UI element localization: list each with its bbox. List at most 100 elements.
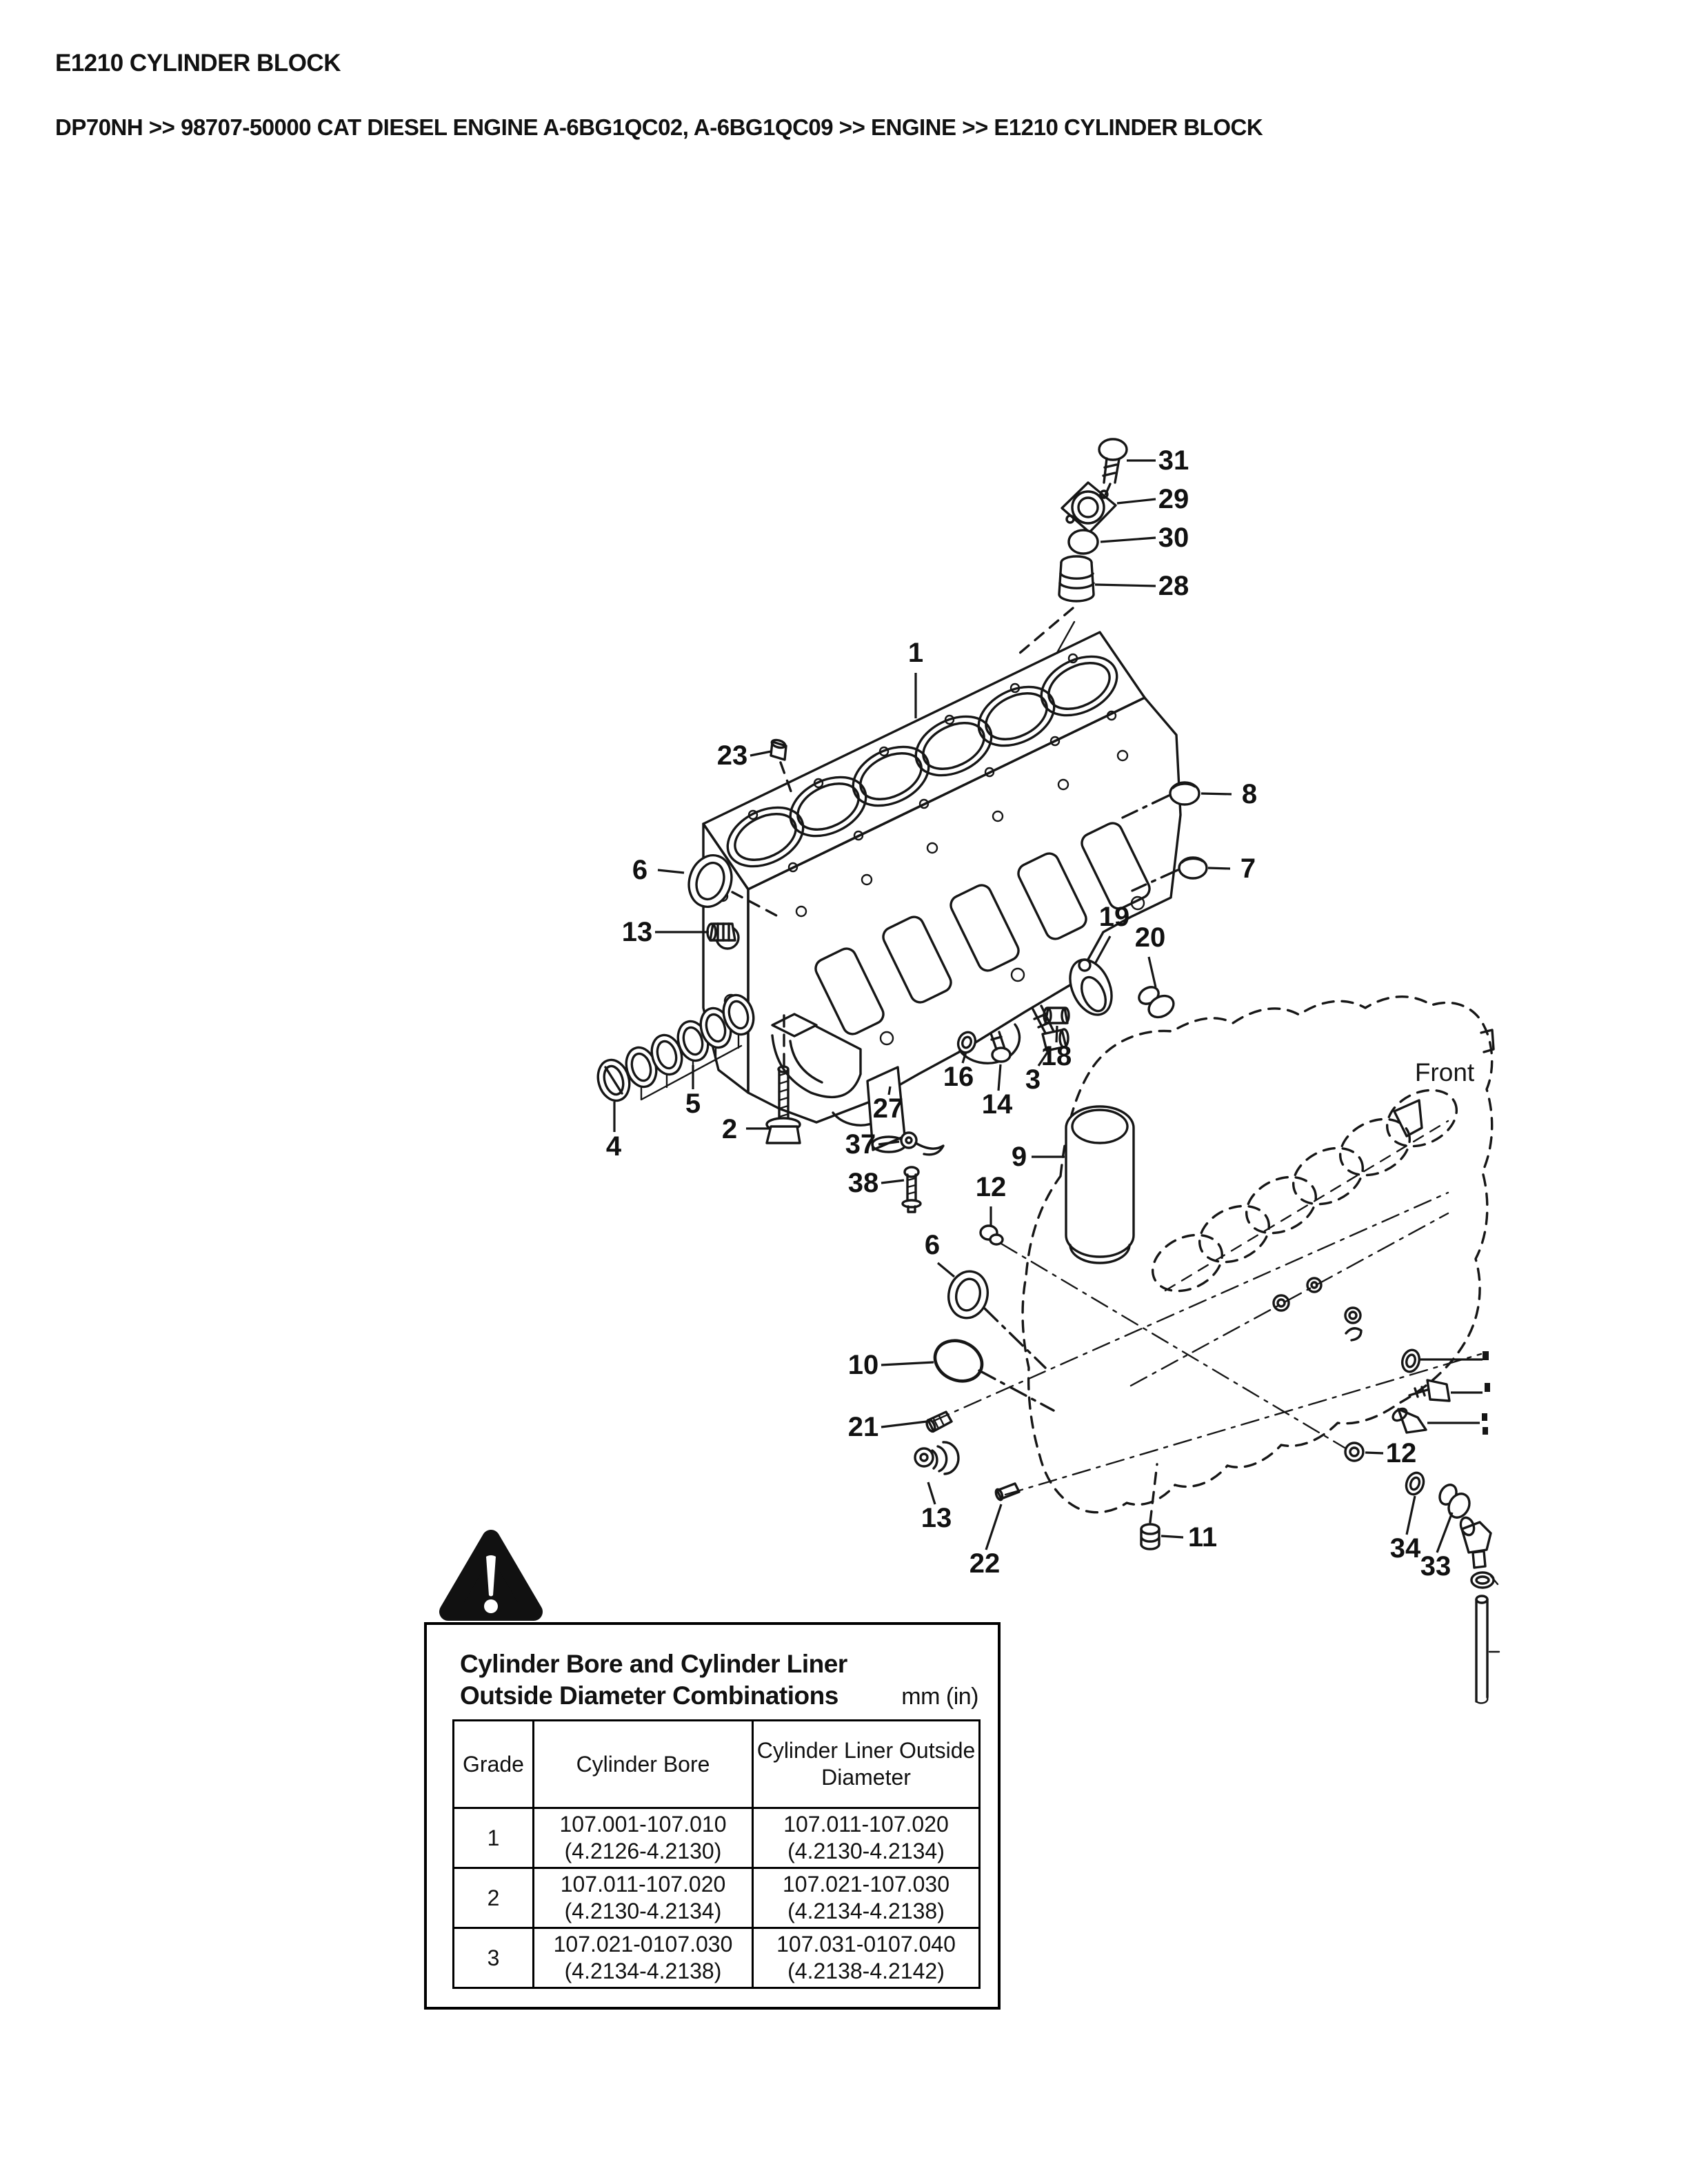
- water-jacket-openings: [814, 822, 1151, 1035]
- callout-leader-33: [1436, 1512, 1454, 1553]
- callout-leader-8: [1200, 792, 1232, 796]
- callout-11: 11: [1188, 1522, 1217, 1553]
- callout-leader-13: [927, 1482, 936, 1505]
- column-header-bore: Cylinder Bore: [532, 1719, 754, 1809]
- callout-2: 2: [722, 1114, 737, 1144]
- callout-22: 22: [969, 1548, 1001, 1579]
- callout-37: 37: [845, 1129, 876, 1160]
- callout-14: 14: [982, 1089, 1013, 1120]
- callout-leader-21: [881, 1420, 927, 1428]
- callout-19: 19: [1099, 902, 1130, 932]
- liner-mm: 107.011-107.020: [783, 1812, 949, 1837]
- bore-cell: 107.001-107.010 (4.2126-4.2130): [532, 1807, 754, 1869]
- callout-leader-16: [961, 1051, 967, 1064]
- grade-cell: 3: [452, 1927, 534, 1989]
- callout-leader-14: [997, 1064, 1002, 1091]
- callout-10: 10: [848, 1350, 879, 1380]
- callout-leader-20: [1147, 956, 1157, 988]
- callout-16: 16: [943, 1062, 974, 1092]
- upper-block-small-parts: [687, 738, 1208, 1089]
- callout-5: 5: [685, 1089, 701, 1119]
- callout-20: 20: [1135, 922, 1166, 953]
- spec-table: Cylinder Bore and Cylinder Liner Outside…: [424, 1622, 1001, 2010]
- callout-30: 30: [1158, 523, 1189, 553]
- front-direction-label: Front: [1415, 1058, 1475, 1086]
- callout-8: 8: [1242, 779, 1257, 809]
- side-face-holes: [795, 749, 1145, 1046]
- callout-21: 21: [848, 1412, 879, 1442]
- bore-cell: 107.021-0107.030 (4.2134-4.2138): [532, 1927, 754, 1989]
- callout-leader-30: [1100, 536, 1156, 543]
- dashed-cylinder-bores: [1151, 1089, 1458, 1293]
- table-row: 2 107.011-107.020 (4.2130-4.2134) 107.02…: [452, 1867, 981, 1929]
- callout-leader-22: [985, 1504, 1003, 1550]
- bore-liner-table: Grade Cylinder Bore Cylinder Liner Outsi…: [452, 1719, 981, 1989]
- page-title: E1210 CYLINDER BLOCK: [55, 50, 341, 77]
- callout-7: 7: [1240, 853, 1256, 884]
- spec-table-units: mm (in): [901, 1684, 978, 1710]
- liner-mm: 107.031-0107.040: [776, 1932, 956, 1957]
- cylinder-block-drawing: [702, 631, 1182, 1126]
- callout-6: 6: [925, 1230, 940, 1260]
- callout-leader-6: [657, 869, 685, 874]
- column-header-grade: Grade: [452, 1719, 534, 1809]
- callout-38: 38: [848, 1168, 879, 1198]
- callout-13: 13: [622, 917, 653, 947]
- liner-mm: 107.021-107.030: [783, 1872, 950, 1897]
- callout-23: 23: [717, 740, 748, 771]
- callout-leader-38: [881, 1179, 905, 1184]
- bore-mm: 107.001-107.010: [559, 1812, 727, 1837]
- bore-in: (4.2134-4.2138): [564, 1959, 722, 1983]
- callout-28: 28: [1158, 571, 1189, 601]
- liner-in: (4.2134-4.2138): [787, 1899, 945, 1923]
- warning-triangle-icon: [439, 1530, 543, 1621]
- clamp-and-bolt-drawing: [900, 1131, 945, 1213]
- callout-1: 1: [908, 638, 923, 668]
- callout-leader-37: [878, 1140, 900, 1146]
- cylinder-liner-drawing: [1065, 1105, 1135, 1264]
- bore-in: (4.2126-4.2130): [564, 1839, 722, 1863]
- liner-cell: 107.031-0107.040 (4.2138-4.2142): [752, 1927, 981, 1989]
- callout-leader-6: [936, 1262, 956, 1278]
- callout-leader-23: [750, 750, 772, 757]
- liner-in: (4.2130-4.2134): [787, 1839, 945, 1863]
- spec-table-title-line2: Outside Diameter Combinations: [460, 1681, 838, 1710]
- table-row: 3 107.021-0107.030 (4.2134-4.2138) 107.0…: [452, 1927, 981, 1989]
- callout-leader-27: [887, 1086, 892, 1095]
- bearing-shells-drawing: [596, 993, 755, 1102]
- callout-6: 6: [632, 855, 647, 885]
- callout-33: 33: [1420, 1551, 1451, 1581]
- spec-table-title: Cylinder Bore and Cylinder Liner Outside…: [460, 1648, 984, 1712]
- callout-leader-29: [1116, 498, 1156, 505]
- stud-axis-lines: [931, 1191, 1483, 1496]
- callout-leader-28: [1094, 583, 1156, 587]
- liner-cell: 107.011-107.020 (4.2130-4.2134): [752, 1807, 981, 1869]
- callout-27: 27: [873, 1093, 904, 1124]
- bearing-cap-and-bolt-drawing: [765, 1013, 907, 1153]
- callout-leader-19: [1094, 936, 1112, 964]
- bore-mm: 107.021-0107.030: [553, 1932, 733, 1957]
- callout-9: 9: [1012, 1142, 1027, 1172]
- callout-29: 29: [1158, 484, 1189, 514]
- breadcrumb: DP70NH >> 98707-50000 CAT DIESEL ENGINE …: [55, 114, 1263, 140]
- callout-13: 13: [921, 1503, 952, 1533]
- callout-leader-7: [1207, 867, 1231, 870]
- callout-34: 34: [1390, 1533, 1421, 1564]
- liner-in: (4.2138-4.2142): [787, 1959, 945, 1983]
- callout-12: 12: [976, 1172, 1007, 1202]
- callout-leader-18: [1055, 1025, 1058, 1043]
- lower-block-small-parts: [914, 1224, 1500, 1704]
- cylinder-bores: [726, 655, 1118, 868]
- liner-cell: 107.021-107.030 (4.2134-4.2138): [752, 1867, 981, 1929]
- bore-cell: 107.011-107.020 (4.2130-4.2134): [532, 1867, 754, 1929]
- callout-4: 4: [606, 1131, 622, 1162]
- spec-table-title-line1: Cylinder Bore and Cylinder Liner: [460, 1650, 847, 1678]
- callout-3: 3: [1025, 1064, 1041, 1095]
- callout-12: 12: [1386, 1438, 1417, 1468]
- deck-bolt-holes: [747, 653, 1117, 873]
- callout-leader-11: [1160, 1535, 1184, 1539]
- column-header-liner: Cylinder Liner Outside Diameter: [752, 1719, 981, 1809]
- bore-mm: 107.011-107.020: [560, 1872, 726, 1897]
